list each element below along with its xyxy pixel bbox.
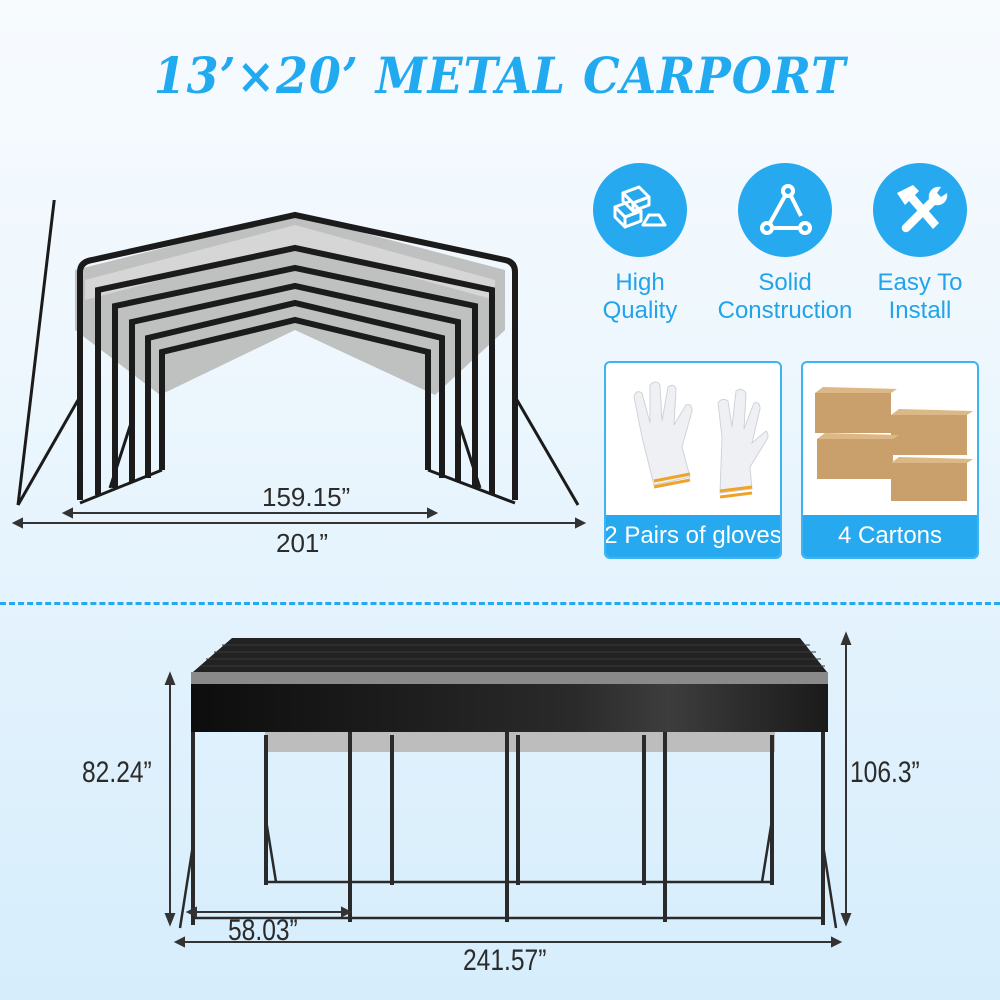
feature-label-line1: High (615, 269, 665, 296)
included-item-cartons: 4 Cartons (801, 361, 979, 559)
bay-spacing-label: 58.03” (228, 914, 298, 947)
feature-high-quality: High Quality (570, 163, 710, 325)
page-title: 13’×20’ METAL CARPORT (153, 46, 847, 105)
feature-label-line2: Construction (717, 297, 853, 324)
gloves-icon (633, 381, 769, 499)
side-height-label: 82.24” (82, 756, 152, 789)
included-item-gloves: 2 Pairs of gloves (604, 361, 782, 559)
triangle-nodes-icon (738, 163, 832, 257)
front-inner-width-label: 159.15” (262, 482, 351, 512)
feature-label-line1: Easy To (877, 269, 963, 296)
carport-front-view-illustration (11, 200, 587, 529)
cartons-icon (815, 387, 973, 501)
feature-easy-to-install: Easy To Install (850, 163, 990, 325)
front-outer-width-label: 201” (276, 528, 329, 558)
feature-solid-construction: Solid Construction (715, 163, 855, 325)
total-length-label: 241.57” (463, 944, 547, 977)
section-divider (0, 602, 1000, 605)
feature-label-line1: Solid (758, 269, 812, 296)
carport-side-view-illustration (178, 638, 838, 929)
feature-label-line2: Install (888, 297, 952, 324)
peak-height-label: 106.3” (850, 756, 920, 789)
included-item-label: 4 Cartons (803, 515, 977, 557)
hammer-wrench-icon (873, 163, 967, 257)
included-item-label: 2 Pairs of gloves (606, 515, 780, 557)
feature-label-line2: Quality (602, 297, 678, 324)
gold-bars-icon (593, 163, 687, 257)
